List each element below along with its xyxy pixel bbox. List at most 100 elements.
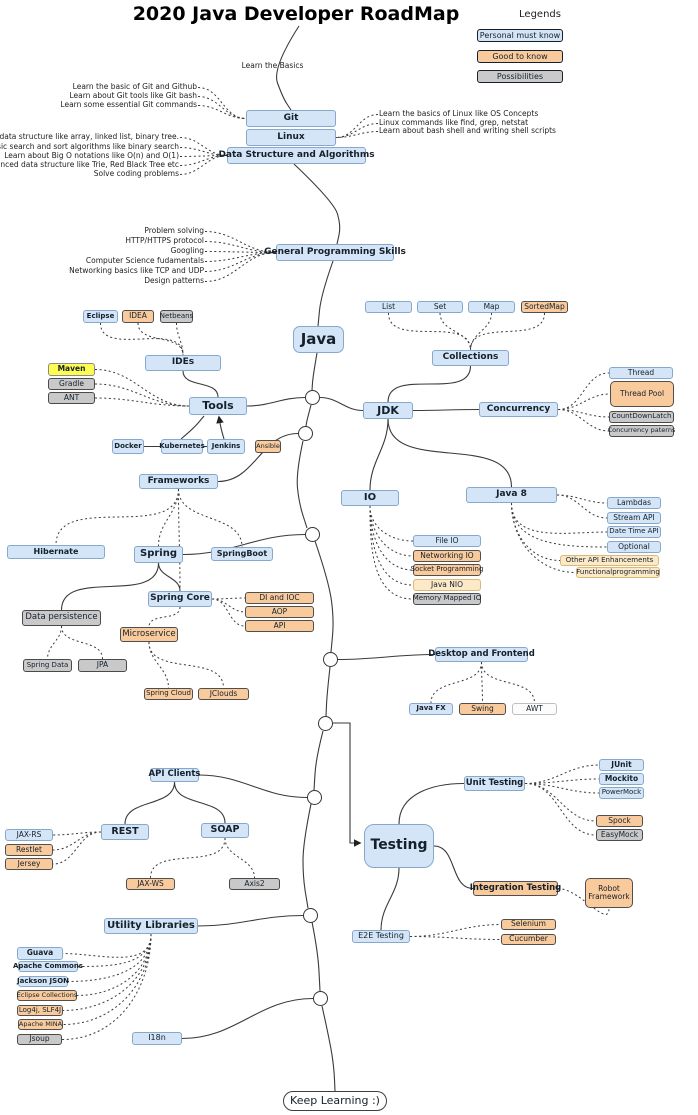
edge-java8-optional (511, 502, 608, 548)
edge-unittesting-mockito (524, 778, 600, 784)
label-note-linux3: Learn about bash shell and writing shell… (379, 126, 556, 136)
legend-possibilities: Possibilities (477, 70, 563, 83)
label-learn-basics: Learn the Basics (241, 60, 304, 70)
node-frameworks: Frameworks (139, 474, 218, 489)
node-gps: General Programming Skills (264, 244, 406, 261)
node-gradle: Gradle (48, 378, 95, 390)
node-apachemina: Apache MINA (18, 1019, 63, 1030)
node-easymock: EasyMock (596, 829, 643, 841)
edge-io-socketprog (369, 505, 414, 571)
node-guava: Guava (17, 947, 63, 960)
edge-apiclients-j6 (198, 774, 308, 799)
node-thread: Thread (609, 367, 673, 379)
junction-j4 (323, 652, 338, 667)
label-note-git3: Learn some essential Git commands (60, 100, 197, 110)
node-threadpool: Thread Pool (610, 381, 674, 407)
edge-spring-datapersist (60, 562, 160, 611)
edge-concurrency-concpatterns (557, 409, 610, 432)
edge-j3-spring (182, 533, 306, 556)
node-microservice: Microservice (120, 627, 178, 642)
node-java: Java (293, 326, 344, 353)
edge-spine (276, 25, 300, 111)
label-note-dsa3: Learn about Big O notations like O(n) an… (4, 151, 179, 161)
node-hibernate: Hibernate (7, 545, 105, 559)
node-restlet: Restlet (5, 844, 53, 856)
edge-spine (314, 540, 334, 653)
edge-rest-jersey (52, 831, 102, 865)
node-linux: Linux (246, 129, 336, 146)
node-desktop: Desktop and Frontend (428, 647, 535, 662)
edge-utillib-jacksonjson (67, 933, 152, 982)
edge-utillib-j7 (197, 914, 304, 927)
node-powermock: PowerMock (599, 787, 644, 799)
edge-utillib-jsoup (61, 933, 152, 1040)
edge-springcore-api (211, 598, 246, 627)
node-optional: Optional (607, 541, 661, 553)
legend-good-to-know: Good to know (477, 50, 563, 63)
node-networkingio: Networking IO (413, 550, 481, 562)
edge-unittesting-easymock (524, 783, 597, 836)
page-title: 2020 Java Developer RoadMap (132, 3, 460, 25)
node-fileio: File IO (413, 535, 481, 547)
edge-e2etesting-cucumber (409, 936, 502, 940)
edge-j1-tools (246, 396, 306, 407)
node-jdk: JDK (363, 402, 413, 419)
edge-frameworks-springboot (178, 488, 243, 548)
edge-note-linux1-linux (335, 114, 379, 138)
edge-apiclients-soap (173, 781, 226, 824)
edge-datapersist-springdata (47, 625, 62, 660)
node-io: IO (341, 490, 399, 506)
edge-note-gps1-gps (204, 231, 277, 253)
edge-note-git3-git (197, 105, 247, 119)
edge-springcore-dianioc (211, 597, 246, 600)
node-map: Map (468, 301, 515, 313)
node-ansible: Ansible (255, 440, 281, 453)
label-note-linux1: Learn the basics of Linux like OS Concep… (379, 109, 539, 119)
edge-note-git1-git (197, 87, 247, 119)
junction-j8 (313, 991, 328, 1006)
node-maven: Maven (48, 363, 95, 376)
node-jersey: Jersey (5, 858, 53, 870)
node-cucumber: Cucumber (501, 934, 556, 945)
node-springcore: Spring Core (148, 591, 212, 607)
node-netbeans: Netbeans (160, 310, 193, 323)
node-ant: ANT (48, 392, 95, 404)
node-springdata: Spring Data (23, 659, 72, 672)
edge-utillib-guava (62, 933, 152, 958)
edge-ides-tools (182, 370, 219, 398)
node-list: List (365, 301, 412, 313)
node-integtesting: Integration Testing (470, 881, 561, 896)
edge-frameworks-springcore (178, 488, 181, 592)
node-junit: JUnit (599, 759, 644, 771)
node-eclipsecoll: Eclipse Collections (17, 990, 77, 1001)
node-datapersist: Data persistence (22, 610, 101, 626)
node-spring: Spring (134, 546, 183, 563)
node-keeplearning: Keep Learning :) (283, 1091, 387, 1111)
node-robotframework: Robot Framework (585, 878, 633, 908)
node-idea: IDEA (122, 310, 154, 323)
edge-spine (311, 352, 318, 391)
edge-frameworks-hibernate (55, 488, 179, 546)
node-jaxrs: JAX-RS (5, 829, 53, 841)
node-springcloud: Spring Cloud (144, 688, 193, 700)
node-lambdas: Lambdas (607, 497, 661, 509)
node-git: Git (246, 110, 336, 127)
label-note-dsa1: Learn basic data structure like array, l… (0, 132, 179, 142)
edge-rest-jaxrs (52, 831, 102, 836)
label-note-dsa2: Learn basic search and sort algorithms l… (0, 142, 179, 152)
node-jaxws: JAX-WS (126, 878, 175, 890)
node-sortedmap: SortedMap (521, 301, 568, 313)
edge-io-javanio (369, 505, 414, 586)
node-utillib: Utility Libraries (104, 918, 198, 934)
label-note-gps1: Problem solving (144, 226, 204, 236)
edge-note-linux3-linux (335, 131, 379, 138)
edge-utillib-apachemina (62, 933, 152, 1025)
junction-j3 (305, 527, 320, 542)
edge-utillib-apachecommons (77, 933, 152, 967)
node-ides: IDEs (145, 355, 221, 371)
edge-spine (325, 666, 331, 717)
edge-list-collections (388, 312, 471, 351)
legend-heading: Legends (519, 9, 561, 20)
label-note-dsa5: Solve coding problems (93, 169, 179, 179)
label-note-linux2: Linux commands like find, grep, netstat (379, 118, 529, 128)
